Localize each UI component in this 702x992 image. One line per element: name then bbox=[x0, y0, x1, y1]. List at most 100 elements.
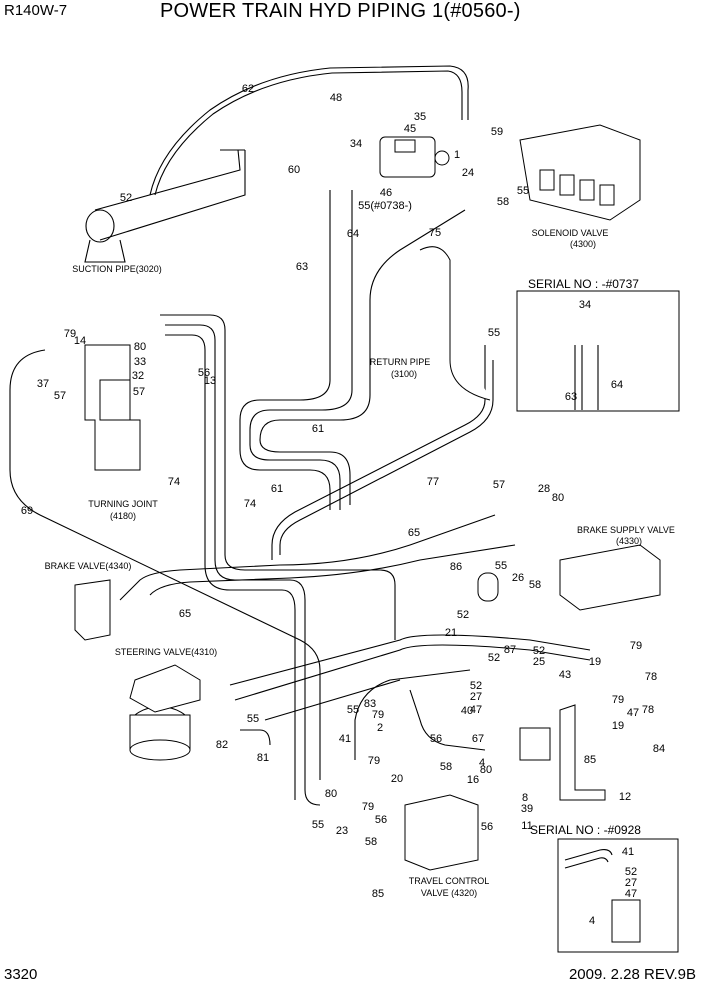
hose-41 bbox=[354, 669, 471, 760]
callout-number: 79 bbox=[362, 801, 374, 813]
callout-number: 27 bbox=[470, 691, 482, 703]
hose-64 bbox=[249, 190, 353, 510]
callout-number: 4 bbox=[479, 757, 485, 769]
callout-number: 80 bbox=[134, 341, 146, 353]
hose-81 bbox=[240, 729, 271, 746]
callout-number: 75 bbox=[429, 227, 441, 239]
callout-number: 47 bbox=[470, 704, 482, 716]
callout-number: 19 bbox=[589, 656, 601, 668]
callout-number: 74 bbox=[168, 476, 180, 488]
callout-number: 52 bbox=[470, 680, 482, 692]
component-label: RETURN PIPE bbox=[370, 357, 431, 367]
callout-number: 45 bbox=[404, 123, 416, 135]
solenoid-4 bbox=[519, 727, 551, 761]
callout-number: 80 bbox=[325, 788, 337, 800]
callout-number: 80 bbox=[552, 492, 564, 504]
callout-number: 81 bbox=[257, 752, 269, 764]
callout-number: 79 bbox=[372, 709, 384, 721]
component-label: (4180) bbox=[110, 511, 136, 521]
callout-number: 14 bbox=[74, 335, 86, 347]
callout-number: 56 bbox=[481, 821, 493, 833]
callout-number: 52 bbox=[120, 192, 132, 204]
callout-number: 35 bbox=[414, 111, 426, 123]
callout-number: 47 bbox=[625, 888, 637, 900]
callout-number: 1 bbox=[454, 149, 460, 161]
callout-number: 32 bbox=[132, 370, 144, 382]
callout-number: 85 bbox=[584, 754, 596, 766]
callout-number: 61 bbox=[312, 423, 324, 435]
callout-number: 4 bbox=[589, 915, 595, 927]
callout-number: 65 bbox=[408, 527, 420, 539]
callout-number: 39 bbox=[521, 803, 533, 815]
callout-number: 84 bbox=[653, 743, 665, 755]
inset-title: SERIAL NO : -#0928 bbox=[530, 823, 641, 837]
inset-frame-0928 bbox=[557, 838, 679, 953]
callout-number: 63 bbox=[296, 261, 308, 273]
component-label: (4330) bbox=[616, 536, 642, 546]
callout-number: 79 bbox=[64, 328, 76, 340]
revision-date: 2009. 2.28 REV.9B bbox=[568, 966, 696, 983]
component-label: SOLENOID VALVE bbox=[532, 228, 609, 238]
callout-number: 47 bbox=[627, 707, 639, 719]
callout-number: 67 bbox=[472, 733, 484, 745]
callout-number: 65 bbox=[179, 608, 191, 620]
callout-number: 57 bbox=[54, 390, 66, 402]
return-pipe bbox=[419, 246, 491, 401]
hose-63 bbox=[239, 190, 331, 510]
callout-number: 23 bbox=[336, 825, 348, 837]
callout-number: 26 bbox=[512, 572, 524, 584]
callout-number: 33 bbox=[134, 356, 146, 368]
callout-number: 55 bbox=[495, 560, 507, 572]
bracket-12 bbox=[559, 704, 606, 801]
accumulator bbox=[477, 572, 499, 602]
component-label: (3100) bbox=[391, 369, 417, 379]
callout-number: 34 bbox=[350, 138, 362, 150]
page-title: POWER TRAIN HYD PIPING 1(#0560-) bbox=[160, 0, 521, 22]
callout-number: 52 bbox=[457, 609, 469, 621]
callout-number: 79 bbox=[630, 640, 642, 652]
callout-number: 41 bbox=[339, 733, 351, 745]
hose-21 bbox=[229, 634, 591, 686]
callout-number: 57 bbox=[493, 479, 505, 491]
hose-62 bbox=[149, 65, 469, 196]
callout-number: 64 bbox=[611, 379, 623, 391]
callout-number: 62 bbox=[242, 83, 254, 95]
callout-number: 55 bbox=[347, 704, 359, 716]
callout-number: 58 bbox=[365, 836, 377, 848]
hose-65 bbox=[119, 514, 496, 601]
callout-number: 52 bbox=[488, 652, 500, 664]
component-label: BRAKE VALVE(4340) bbox=[45, 561, 132, 571]
callout-number: 58 bbox=[529, 579, 541, 591]
callout-number: 82 bbox=[216, 739, 228, 751]
callout-number: 20 bbox=[391, 773, 403, 785]
callout-number: 85 bbox=[372, 888, 384, 900]
component-label: STEERING VALVE(4310) bbox=[115, 647, 217, 657]
callout-number: 56 bbox=[198, 367, 210, 379]
callout-number: 78 bbox=[645, 671, 657, 683]
callout-number: 55 bbox=[517, 185, 529, 197]
callout-number: 63 bbox=[565, 391, 577, 403]
callout-number: 64 bbox=[347, 228, 359, 240]
brake-valve bbox=[74, 579, 111, 641]
callout-number: 28 bbox=[538, 483, 550, 495]
callout-number: 69 bbox=[21, 505, 33, 517]
callout-number: 37 bbox=[37, 378, 49, 390]
callout-number: 24 bbox=[462, 167, 474, 179]
callout-number: 59 bbox=[491, 126, 503, 138]
callout-number: 12 bbox=[619, 791, 631, 803]
labels: SUCTION PIPE(3020)SOLENOID VALVE(4300)RE… bbox=[21, 83, 675, 927]
callout-number: 57 bbox=[133, 386, 145, 398]
callout-number: 87 bbox=[504, 644, 516, 656]
callout-number: 86 bbox=[450, 561, 462, 573]
callout-number: 55(#0738-) bbox=[358, 200, 412, 212]
callout-number: 41 bbox=[622, 846, 634, 858]
callout-number: 40 bbox=[461, 705, 473, 717]
brake-supply-valve bbox=[559, 544, 661, 611]
callout-number: 58 bbox=[440, 761, 452, 773]
callout-number: 56 bbox=[430, 733, 442, 745]
suction-pipe bbox=[94, 149, 246, 241]
callout-number: 16 bbox=[467, 774, 479, 786]
component-label: VALVE (4320) bbox=[421, 888, 477, 898]
callout-number: 2 bbox=[377, 722, 383, 734]
